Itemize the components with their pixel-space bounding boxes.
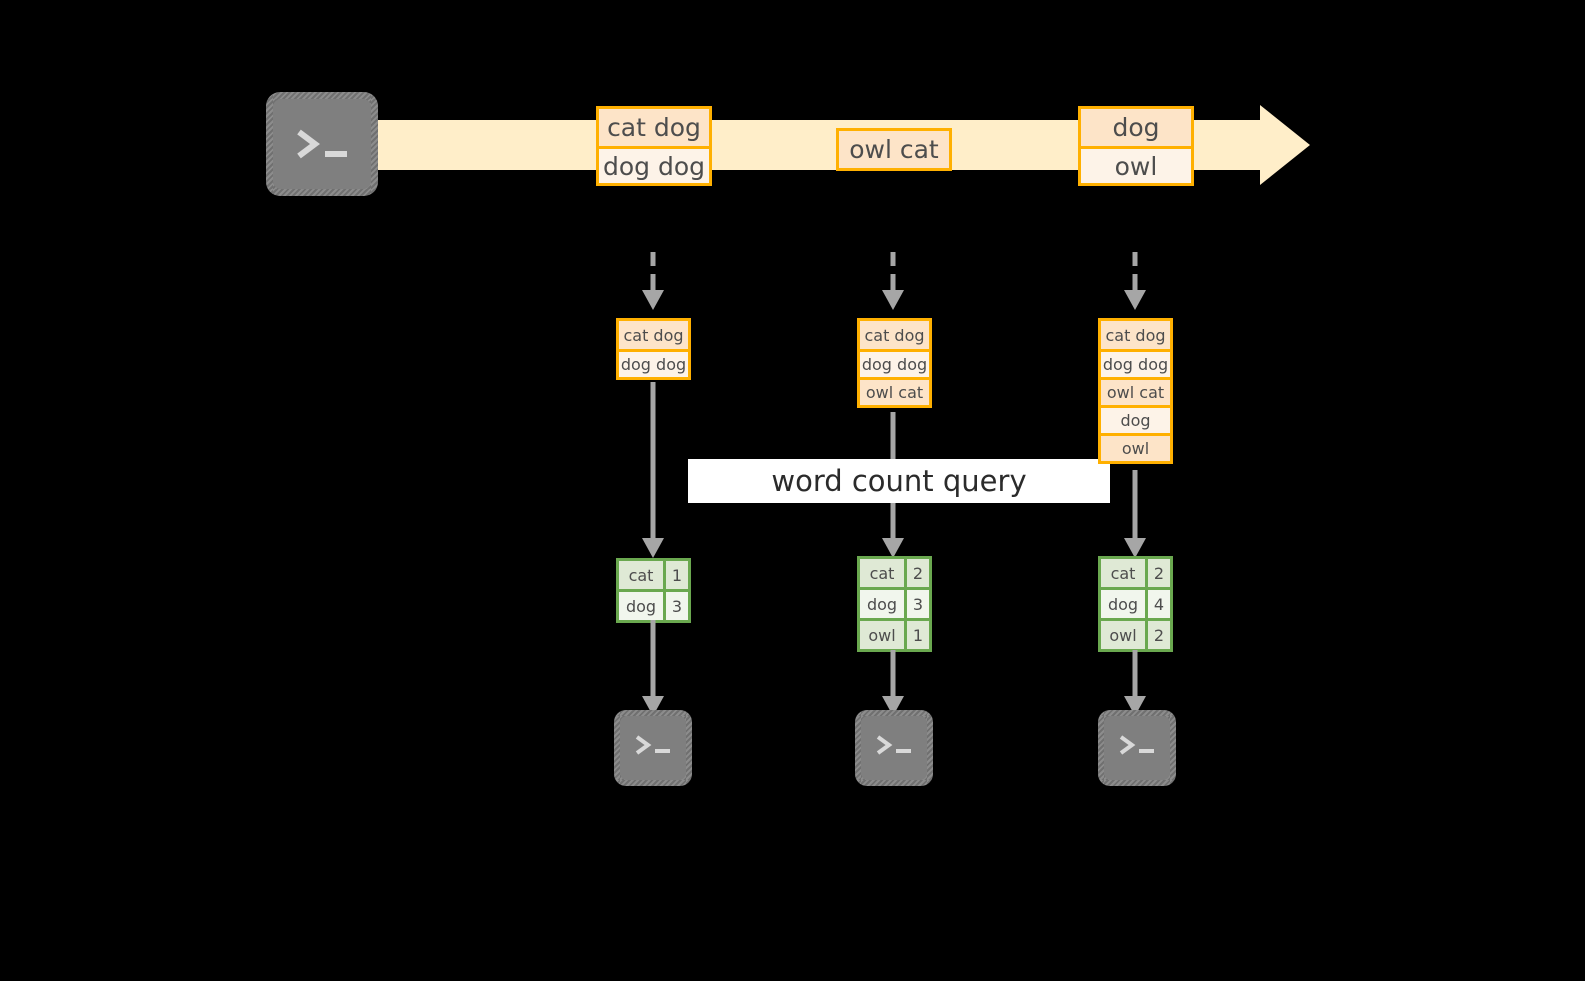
result-word: cat: [869, 563, 895, 583]
result-table-1: cat 1 dog 3: [616, 558, 691, 623]
result-count: 1: [904, 621, 929, 649]
result-word: dog: [866, 594, 898, 614]
accumulated-record: dog: [1101, 405, 1170, 433]
accumulated-record: cat dog: [1101, 321, 1170, 349]
result-count: 3: [663, 592, 688, 620]
table-row: dog 3: [860, 587, 929, 618]
result-table-3: cat 2 dog 4 owl 2: [1098, 556, 1173, 652]
sink-flow-arrow-3: [1124, 650, 1146, 716]
result-word: dog: [1107, 594, 1139, 614]
table-row: dog 4: [1101, 587, 1170, 618]
stream-record-group-1: cat dog dog dog: [596, 106, 712, 186]
result-word: owl: [1109, 625, 1137, 645]
stream-record: owl: [1081, 146, 1191, 183]
result-count: 2: [1145, 559, 1170, 587]
result-count: 3: [904, 590, 929, 618]
table-row: dog 3: [619, 589, 688, 620]
result-word: dog: [625, 596, 657, 616]
table-row: cat 2: [1101, 559, 1170, 587]
accumulated-record: owl cat: [1101, 377, 1170, 405]
stream-record: cat dog: [599, 109, 709, 146]
table-row: cat 2: [860, 559, 929, 587]
accumulated-records-2: cat dog dog dog owl cat: [857, 318, 932, 408]
sink-flow-arrow-2: [882, 650, 904, 716]
result-table-2: cat 2 dog 3 owl 1: [857, 556, 932, 652]
snapshot-trigger-arrow-1: [642, 252, 664, 310]
result-word: owl: [868, 625, 896, 645]
result-count: 2: [904, 559, 929, 587]
snapshot-trigger-arrow-3: [1124, 252, 1146, 310]
result-count: 1: [663, 561, 688, 589]
accumulated-record: dog dog: [860, 349, 929, 377]
accumulated-record: cat dog: [860, 321, 929, 349]
source-terminal-icon: [266, 92, 378, 196]
query-banner: word count query: [688, 459, 1110, 503]
table-row: cat 1: [619, 561, 688, 589]
query-banner-label: word count query: [771, 464, 1027, 498]
result-word: cat: [1110, 563, 1136, 583]
accumulated-records-3: cat dog dog dog owl cat dog owl: [1098, 318, 1173, 464]
query-flow-arrow-3: [1124, 470, 1146, 558]
accumulated-record: dog dog: [1101, 349, 1170, 377]
stream-record: dog: [1081, 109, 1191, 146]
sink-terminal-icon-3: [1098, 710, 1176, 786]
accumulated-record: dog dog: [619, 349, 688, 377]
result-count: 2: [1145, 621, 1170, 649]
result-count: 4: [1145, 590, 1170, 618]
result-word: cat: [628, 565, 654, 585]
query-flow-arrow-1: [642, 382, 664, 558]
accumulated-records-1: cat dog dog dog: [616, 318, 691, 380]
table-row: owl 1: [860, 618, 929, 649]
snapshot-trigger-arrow-2: [882, 252, 904, 310]
stream-record: dog dog: [599, 146, 709, 183]
sink-terminal-icon-2: [855, 710, 933, 786]
sink-terminal-icon-1: [614, 710, 692, 786]
stream-record: owl cat: [839, 131, 949, 168]
sink-flow-arrow-1: [642, 620, 664, 716]
table-row: owl 2: [1101, 618, 1170, 649]
accumulated-record: owl: [1101, 433, 1170, 461]
stream-record-group-2: owl cat: [836, 128, 952, 171]
accumulated-record: owl cat: [860, 377, 929, 405]
accumulated-record: cat dog: [619, 321, 688, 349]
stream-record-group-3: dog owl: [1078, 106, 1194, 186]
